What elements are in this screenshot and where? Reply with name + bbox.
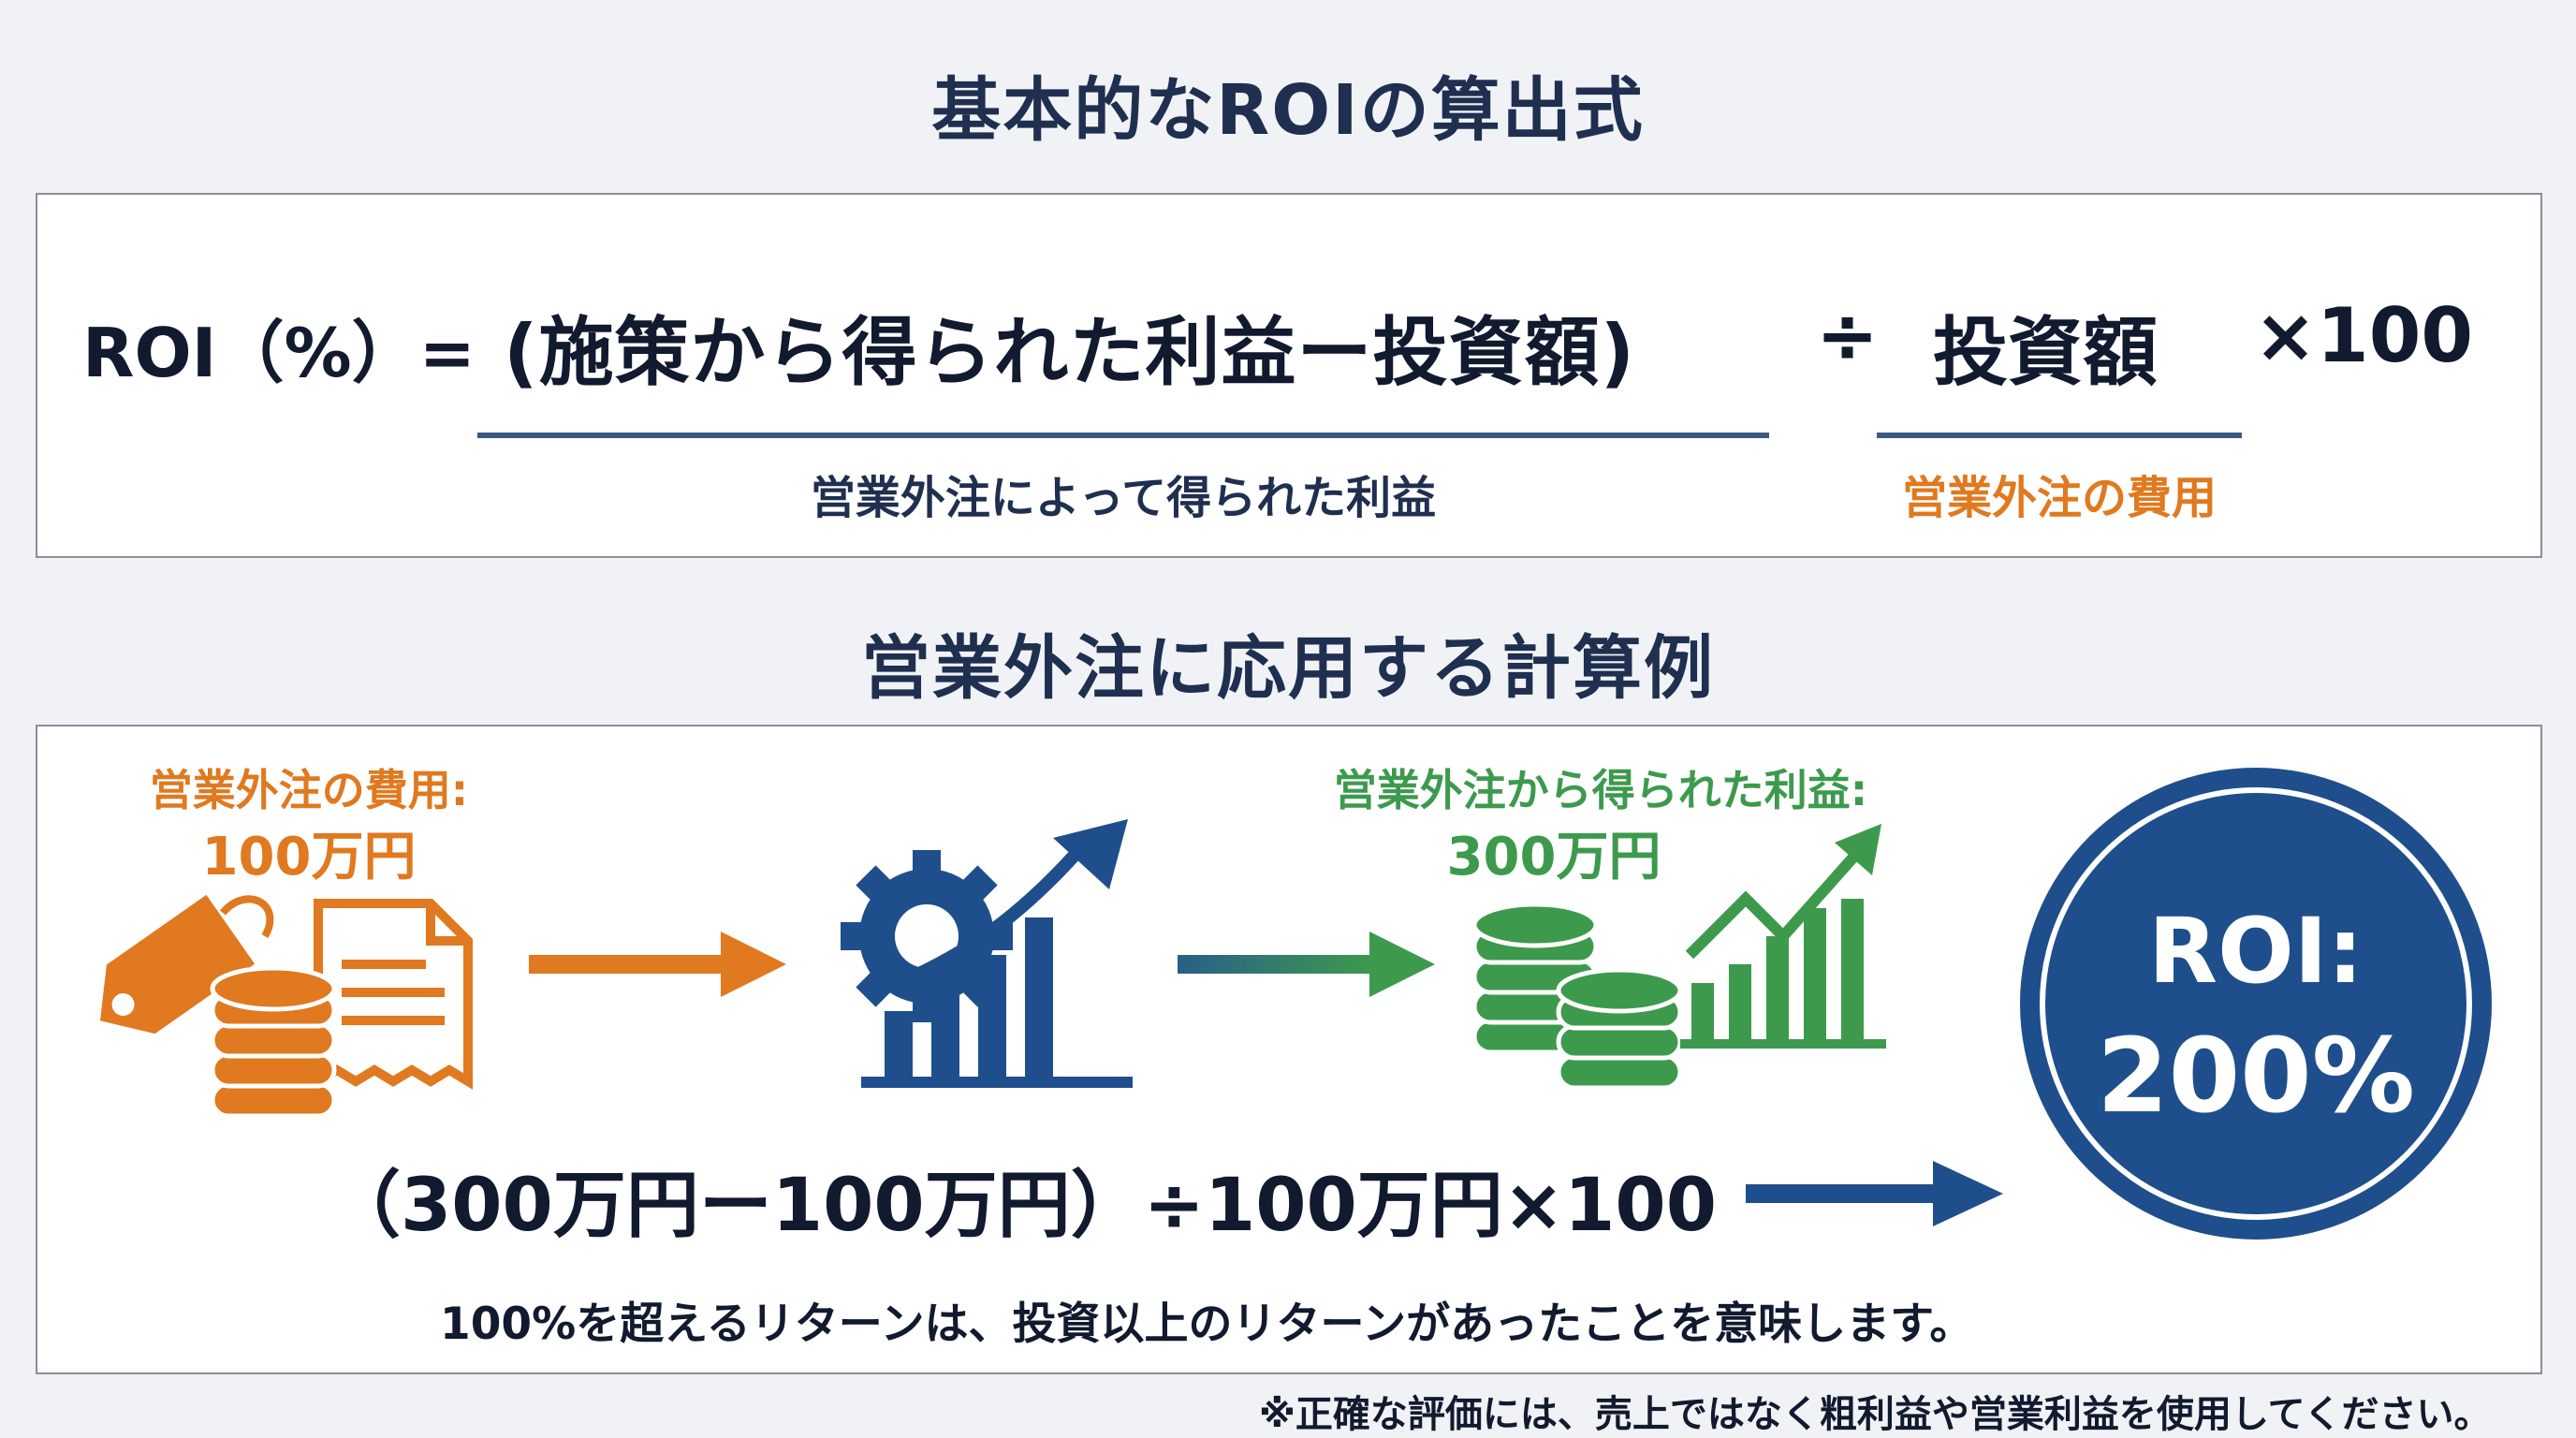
cost-label: 営業外注の費用 xyxy=(1901,472,2217,524)
receipt-icon xyxy=(314,899,473,1090)
formula-multiplier: ×100 xyxy=(2254,292,2474,379)
roi-result-value: 200% xyxy=(2097,1016,2415,1136)
explanation-text: 100%を超えるリターンは、投資以上のリターンがあったことを意味します。 xyxy=(440,1299,1974,1350)
profit-amount-value: 300万円 xyxy=(1446,827,1661,888)
price-tag-icon xyxy=(99,894,274,1034)
formula-divide: ÷ xyxy=(1816,292,1880,379)
profit-label: 営業外注によって得られた利益 xyxy=(810,472,1437,524)
calculation-expression: （300万円ー100万円）÷100万円×100 xyxy=(328,1164,1717,1248)
cost-amount-label: 営業外注の費用: xyxy=(149,765,469,815)
bar-chart-growth-icon xyxy=(861,819,1133,1088)
numerator-underline xyxy=(477,433,1769,438)
roi-result-label: ROI: xyxy=(2148,899,2364,1004)
cost-amount-value: 100万円 xyxy=(201,827,417,888)
arrow-right-icon xyxy=(1746,1161,2003,1226)
formula-numerator: (施策から得られた利益ー投資額) xyxy=(504,309,1636,396)
footnote: ※正確な評価には、売上ではなく粗利益や営業利益を使用してください。 xyxy=(1259,1393,2492,1436)
coin-stack-icon xyxy=(210,965,337,1119)
roi-circle-badge xyxy=(2020,768,2492,1240)
example-section-title: 営業外注に応用する計算例 xyxy=(861,628,1715,709)
arrow-right-icon xyxy=(529,932,786,997)
profit-amount-label: 営業外注から得られた利益: xyxy=(1333,765,1868,815)
formula-box xyxy=(36,193,2542,558)
denominator-underline xyxy=(1877,433,2242,438)
gear-icon xyxy=(841,850,1013,1022)
coin-stack-icon xyxy=(1556,967,1683,1091)
formula-denominator: 投資額 xyxy=(1933,309,2158,396)
formula-section-title: 基本的なROIの算出式 xyxy=(931,70,1645,151)
bar-chart-growth-icon xyxy=(1680,824,1886,1049)
formula-lhs: ROI（%）= xyxy=(82,314,476,392)
arrow-right-icon xyxy=(1178,932,1435,997)
